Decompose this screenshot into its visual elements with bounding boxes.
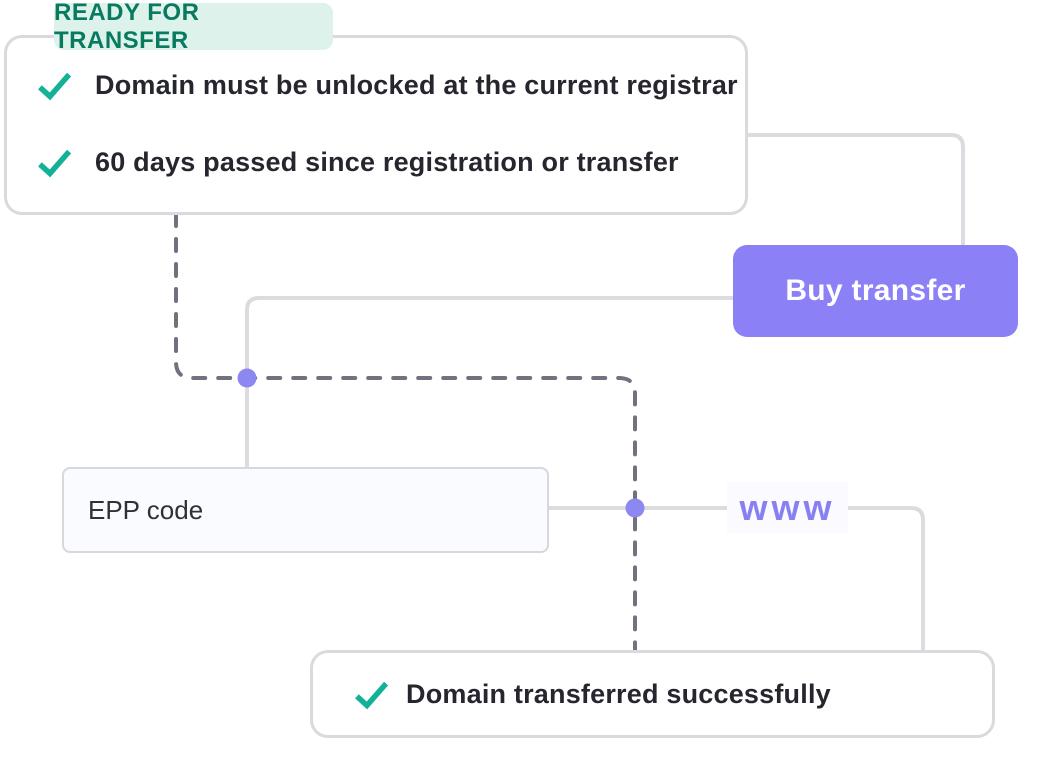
epp-code-field-wrapper [62, 467, 549, 553]
www-icon: www [727, 482, 848, 533]
ready-for-transfer-badge: READY FOR TRANSFER [54, 0, 333, 54]
check-icon [38, 149, 72, 178]
requirement-item: 60 days passed since registration or tra… [36, 147, 679, 178]
buy-transfer-button[interactable]: Buy transfer [733, 245, 1018, 337]
buy-transfer-label: Buy transfer [785, 274, 966, 307]
check-icon [355, 681, 389, 709]
epp-code-input[interactable] [64, 469, 547, 551]
connector-box-to-buy-button [748, 133, 965, 246]
connector-epp-to-result [549, 506, 925, 650]
flow-dot [625, 498, 645, 518]
www-label: www [739, 486, 836, 528]
requirements-box [4, 35, 748, 215]
badge-label: READY FOR TRANSFER [54, 0, 200, 54]
flow-dot [237, 368, 257, 388]
requirement-item: Domain must be unlocked at the current r… [36, 70, 738, 101]
result-label: Domain transferred successfully [406, 678, 831, 709]
requirement-label: Domain must be unlocked at the current r… [95, 70, 738, 100]
connector-dashed-path [174, 212, 637, 652]
connector-buy-button-to-epp [245, 296, 733, 468]
result-box: Domain transferred successfully [310, 650, 995, 738]
requirement-label: 60 days passed since registration or tra… [95, 147, 679, 177]
check-icon [38, 72, 72, 101]
